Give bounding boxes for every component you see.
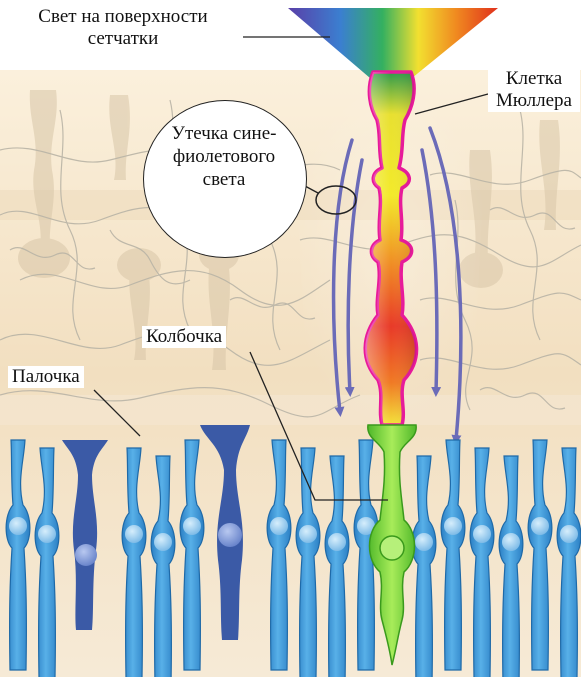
incoming-light-spectrum <box>288 8 498 78</box>
green-cone-nucleus <box>380 536 404 560</box>
rod-nucleus <box>415 533 433 551</box>
rod-nucleus <box>299 525 317 543</box>
rod-nucleus <box>183 517 201 535</box>
label-muller-line1: Клетка <box>492 68 576 90</box>
label-leak-line3: света <box>146 168 302 191</box>
rod-nucleus <box>502 533 520 551</box>
rod-nucleus <box>473 525 491 543</box>
label-light-surface: Свет на поверхности сетчатки <box>8 6 238 50</box>
label-cone: Колбочка <box>142 326 226 348</box>
rod-nucleus <box>328 533 346 551</box>
rod-nucleus <box>560 525 578 543</box>
label-light-surface-line1: Свет на поверхности <box>8 6 238 28</box>
blue-cone-nucleus <box>218 523 242 547</box>
label-leak: Утечка сине- фиолетового света <box>146 122 302 191</box>
rod-nucleus <box>531 517 549 535</box>
rod-nucleus <box>9 517 27 535</box>
label-muller-line2: Мюллера <box>492 90 576 112</box>
rod-nucleus <box>270 517 288 535</box>
label-muller-cell: Клетка Мюллера <box>488 68 580 112</box>
rod-nucleus <box>444 517 462 535</box>
label-rod: Палочка <box>8 366 84 388</box>
tissue-band <box>0 395 581 425</box>
blue-cone-nucleus <box>75 544 97 566</box>
label-leak-line2: фиолетового <box>146 145 302 168</box>
rod-nucleus <box>154 533 172 551</box>
rod-nucleus <box>38 525 56 543</box>
label-light-surface-line2: сетчатки <box>8 28 238 50</box>
rod-nucleus <box>125 525 143 543</box>
label-leak-line1: Утечка сине- <box>146 122 302 145</box>
